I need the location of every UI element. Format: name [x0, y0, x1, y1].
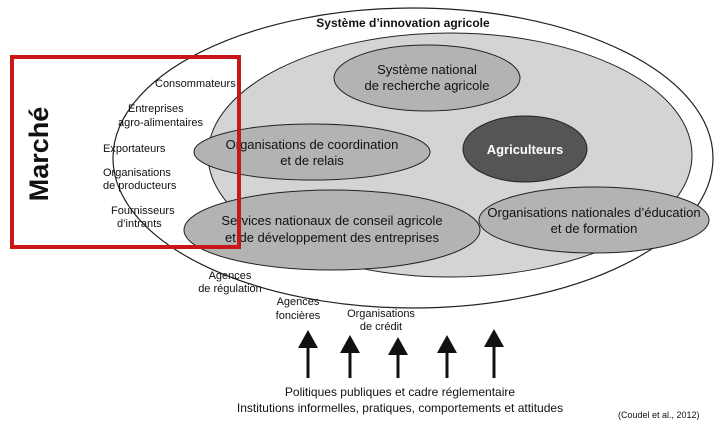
policies-line-2: Institutions informelles, pratiques, com… [237, 401, 563, 415]
market-box [10, 55, 241, 249]
education-label-1: Organisations nationales d’éducation [487, 205, 700, 220]
education-label-2: et de formation [551, 221, 638, 236]
arrow-3-icon [388, 337, 408, 378]
arrow-2-icon [340, 335, 360, 378]
item-consommateurs: Consommateurs [155, 78, 236, 90]
coordination-node [193, 123, 431, 181]
arrow-1-icon [298, 330, 318, 378]
policies-line-1: Politiques publiques et cadre réglementa… [285, 385, 515, 399]
arrow-4-icon [437, 335, 457, 378]
research-node [333, 44, 521, 112]
policy-arrows [298, 329, 504, 378]
land-label-1: Agences [277, 296, 320, 308]
advisory-label-2: et de développement des entreprises [225, 230, 439, 245]
regulation-label-2: de régulation [198, 283, 262, 295]
coordination-label-1: Organisations de coordination [226, 137, 399, 152]
advisory-node [183, 189, 481, 271]
item-organisations-2: de producteurs [103, 180, 177, 192]
item-exportateurs: Exportateurs [103, 143, 166, 155]
item-entreprises-1: Entreprises [128, 103, 184, 115]
research-label-2: de recherche agricole [364, 78, 489, 93]
item-fournisseurs-2: d’intrants [117, 218, 162, 230]
farmers-node [462, 115, 588, 183]
system-title: Système d’innovation agricole [316, 16, 490, 30]
item-organisations-1: Organisations [103, 167, 171, 179]
item-entreprises-2: agro-alimentaires [118, 117, 203, 129]
item-fournisseurs-1: Fournisseurs [111, 205, 175, 217]
land-label-2: foncières [276, 310, 321, 322]
citation: (Coudel et al., 2012) [618, 410, 700, 420]
farmers-label: Agriculteurs [487, 142, 564, 157]
credit-label-1: Organisations [347, 308, 415, 320]
regulation-label-1: Agences [209, 270, 252, 282]
advisory-label-1: Services nationaux de conseil agricole [221, 213, 442, 228]
credit-label-2: de crédit [360, 321, 402, 333]
education-node [478, 186, 710, 254]
arrow-5-icon [484, 329, 504, 378]
coordination-label-2: et de relais [280, 153, 344, 168]
market-label: Marché [24, 107, 54, 202]
research-label-1: Système national [377, 62, 477, 77]
